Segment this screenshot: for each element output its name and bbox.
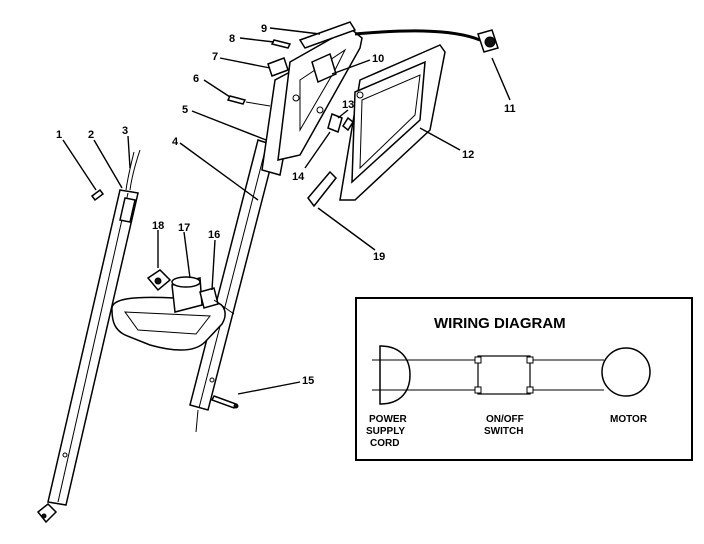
callout-19: 19: [373, 251, 385, 263]
callout-12: 12: [462, 149, 474, 161]
handle-grip-assembly: [261, 21, 363, 176]
label-cord: CORD: [370, 438, 399, 449]
callout-4: 4: [172, 136, 179, 148]
callout-3: 3: [122, 125, 128, 137]
callout-18: 18: [152, 220, 164, 232]
screw-part-1: [90, 188, 105, 202]
callout-10: 10: [372, 53, 384, 65]
power-cord: [354, 29, 499, 53]
label-motor: MOTOR: [610, 414, 648, 425]
callout-6: 6: [193, 73, 199, 85]
wiring-diagram: WIRING DIAGRAM POWER SUPPLY CORD ON/OFF …: [355, 297, 693, 461]
lamp-housing: [339, 44, 446, 201]
callout-14: 14: [292, 171, 305, 183]
upper-handle-tube: [189, 139, 277, 433]
label-supply: SUPPLY: [366, 426, 405, 437]
callout-15: 15: [302, 375, 314, 387]
callout-1: 1: [56, 129, 62, 141]
callout-2: 2: [88, 129, 94, 141]
callout-5: 5: [182, 104, 188, 116]
switch-symbol: [477, 355, 531, 395]
callout-8: 8: [229, 33, 235, 45]
screws-upper: [226, 39, 292, 107]
tray-assembly: [111, 269, 235, 351]
motor-symbol: [601, 347, 651, 397]
callout-labels: 1 2 3 4 5 6 7 8 9 10 11 12 13 14 15 16 1…: [56, 23, 516, 387]
callout-11: 11: [504, 103, 516, 115]
callout-9: 9: [261, 23, 267, 35]
leader-lines: [62, 27, 511, 395]
callout-13: 13: [342, 99, 354, 111]
wiring-diagram-title: WIRING DIAGRAM: [434, 315, 566, 332]
callout-7: 7: [212, 51, 218, 63]
label-power: POWER: [369, 414, 408, 425]
callout-17: 17: [178, 222, 190, 234]
screw-part-15: [210, 395, 239, 409]
small-clips: [307, 112, 354, 208]
label-onoff: ON/OFF: [486, 414, 524, 425]
callout-16: 16: [208, 229, 220, 241]
label-switch: SWITCH: [484, 426, 523, 437]
lower-handle-tube: [36, 149, 141, 524]
